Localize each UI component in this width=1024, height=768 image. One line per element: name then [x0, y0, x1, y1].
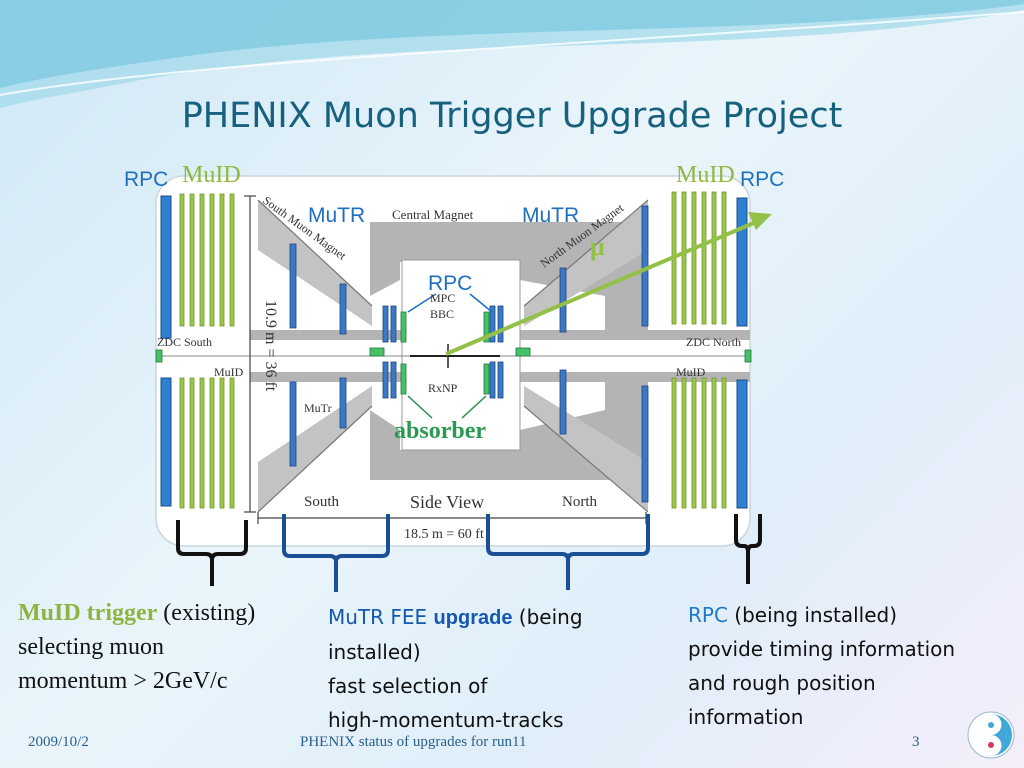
- label-muid-south: MuID: [214, 365, 244, 379]
- caption-mutr: MuTR FEE upgrade (being installed) fast …: [328, 600, 658, 737]
- brace-mutr-south: [282, 514, 390, 592]
- label-rpc-left: RPC: [124, 168, 169, 191]
- caption-rpc-rest1: (being installed): [727, 603, 898, 627]
- caption-muid-title: MuID trigger: [18, 600, 158, 626]
- label-side-view: Side View: [410, 492, 484, 512]
- label-rpc-right: RPC: [740, 168, 785, 191]
- caption-mutr-upgrade: upgrade: [433, 607, 513, 629]
- label-mu: μ: [590, 232, 605, 261]
- muon-arrowhead: [748, 212, 772, 230]
- caption-muid-rest1: (existing): [157, 600, 256, 626]
- caption-muid-line2: selecting muon: [18, 634, 164, 660]
- rpc-north-bottom: [736, 379, 748, 509]
- label-width-dim: 18.5 m = 60 ft: [404, 527, 484, 542]
- caption-rpc-line4: information: [688, 705, 804, 729]
- label-muid-north: MuID: [676, 365, 706, 379]
- caption-mutr-title: MuTR FEE: [328, 605, 434, 629]
- header-swoosh: [0, 0, 1024, 108]
- label-central-magnet: Central Magnet: [392, 207, 474, 222]
- caption-rpc-line3: and rough position: [688, 671, 876, 695]
- caption-rpc-title: RPC: [688, 603, 728, 627]
- rpc-south-top: [160, 195, 172, 339]
- label-mpc: MPC: [430, 291, 455, 305]
- caption-mutr-line2: installed): [328, 640, 421, 664]
- brace-rpc: [734, 514, 762, 584]
- caption-mutr-line3: fast selection of: [328, 674, 488, 698]
- footer-page-number: 3: [912, 734, 920, 750]
- footer-center: PHENIX status of upgrades for run11: [300, 734, 527, 750]
- caption-rpc-line2: provide timing information: [688, 637, 956, 661]
- label-zdc-south: ZDC South: [157, 335, 212, 349]
- rpc-south-bottom: [160, 377, 172, 507]
- label-absorber: absorber: [394, 418, 486, 444]
- caption-muid: MuID trigger (existing) selecting muon m…: [18, 596, 318, 698]
- label-mutr-south: MuTr: [304, 401, 332, 415]
- label-south: South: [304, 494, 340, 510]
- label-bbc: BBC: [430, 307, 454, 321]
- brace-muid: [176, 520, 248, 586]
- label-rxnp: RxNP: [428, 381, 458, 395]
- rpc-north-top: [736, 197, 748, 327]
- phenix-logo-icon: [967, 711, 1015, 759]
- label-rpc-center: RPC: [428, 272, 473, 295]
- caption-muid-line3: momentum > 2GeV/c: [18, 668, 228, 694]
- caption-mutr-line4: high-momentum-tracks: [328, 708, 564, 732]
- brace-mutr-north: [486, 514, 650, 590]
- slide-title: PHENIX Muon Trigger Upgrade Project: [181, 96, 843, 136]
- footer-date: 2009/10/2: [28, 734, 89, 750]
- label-north: North: [562, 494, 597, 510]
- label-muid-right: MuID: [676, 162, 735, 188]
- caption-mutr-rest1: (being: [512, 605, 583, 629]
- caption-rpc: RPC (being installed) provide timing inf…: [688, 598, 1018, 734]
- muon-track: [445, 220, 757, 356]
- label-mutr-left: MuTR: [308, 204, 366, 227]
- label-mutr-right: MuTR: [522, 204, 580, 227]
- label-zdc-north: ZDC North: [686, 335, 741, 349]
- label-height-dim: 10.9 m = 36 ft: [262, 300, 279, 392]
- label-muid-left: MuID: [182, 162, 241, 188]
